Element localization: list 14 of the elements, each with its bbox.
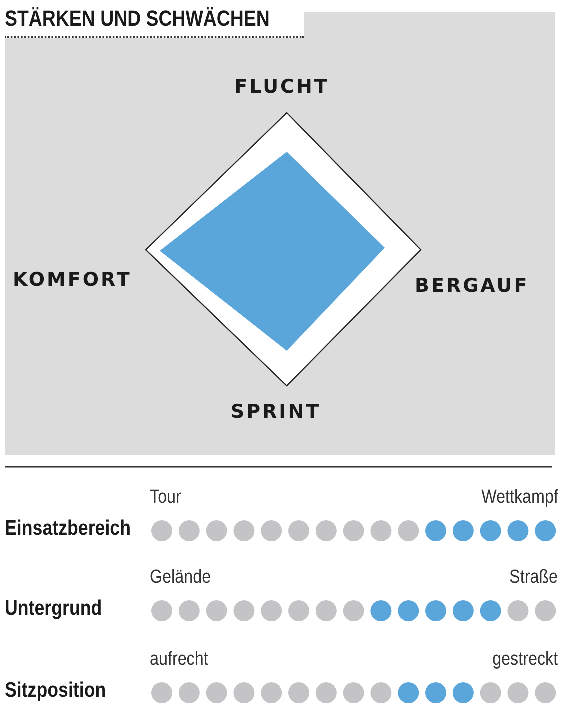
scale-end-label: aufrecht bbox=[150, 649, 208, 671]
scale-end-label: Gelände bbox=[150, 567, 212, 589]
axis-label: BERGAUF bbox=[415, 275, 530, 297]
category-label: Einsatzbereich bbox=[5, 517, 131, 541]
heading: STÄRKEN UND SCHWÄCHEN bbox=[5, 6, 304, 38]
scale-end-label: Straße bbox=[510, 567, 558, 589]
scale-end-label: Tour bbox=[150, 487, 182, 509]
axis-label: KOMFORT bbox=[13, 269, 132, 291]
category-label: Untergrund bbox=[5, 597, 102, 621]
category-label: Sitzposition bbox=[5, 679, 106, 703]
scale-end-label: Wettkampf bbox=[481, 487, 558, 509]
axis-label: FLUCHT bbox=[234, 76, 330, 98]
axis-label: SPRINT bbox=[230, 401, 322, 423]
scale-end-label: gestreckt bbox=[492, 649, 558, 671]
